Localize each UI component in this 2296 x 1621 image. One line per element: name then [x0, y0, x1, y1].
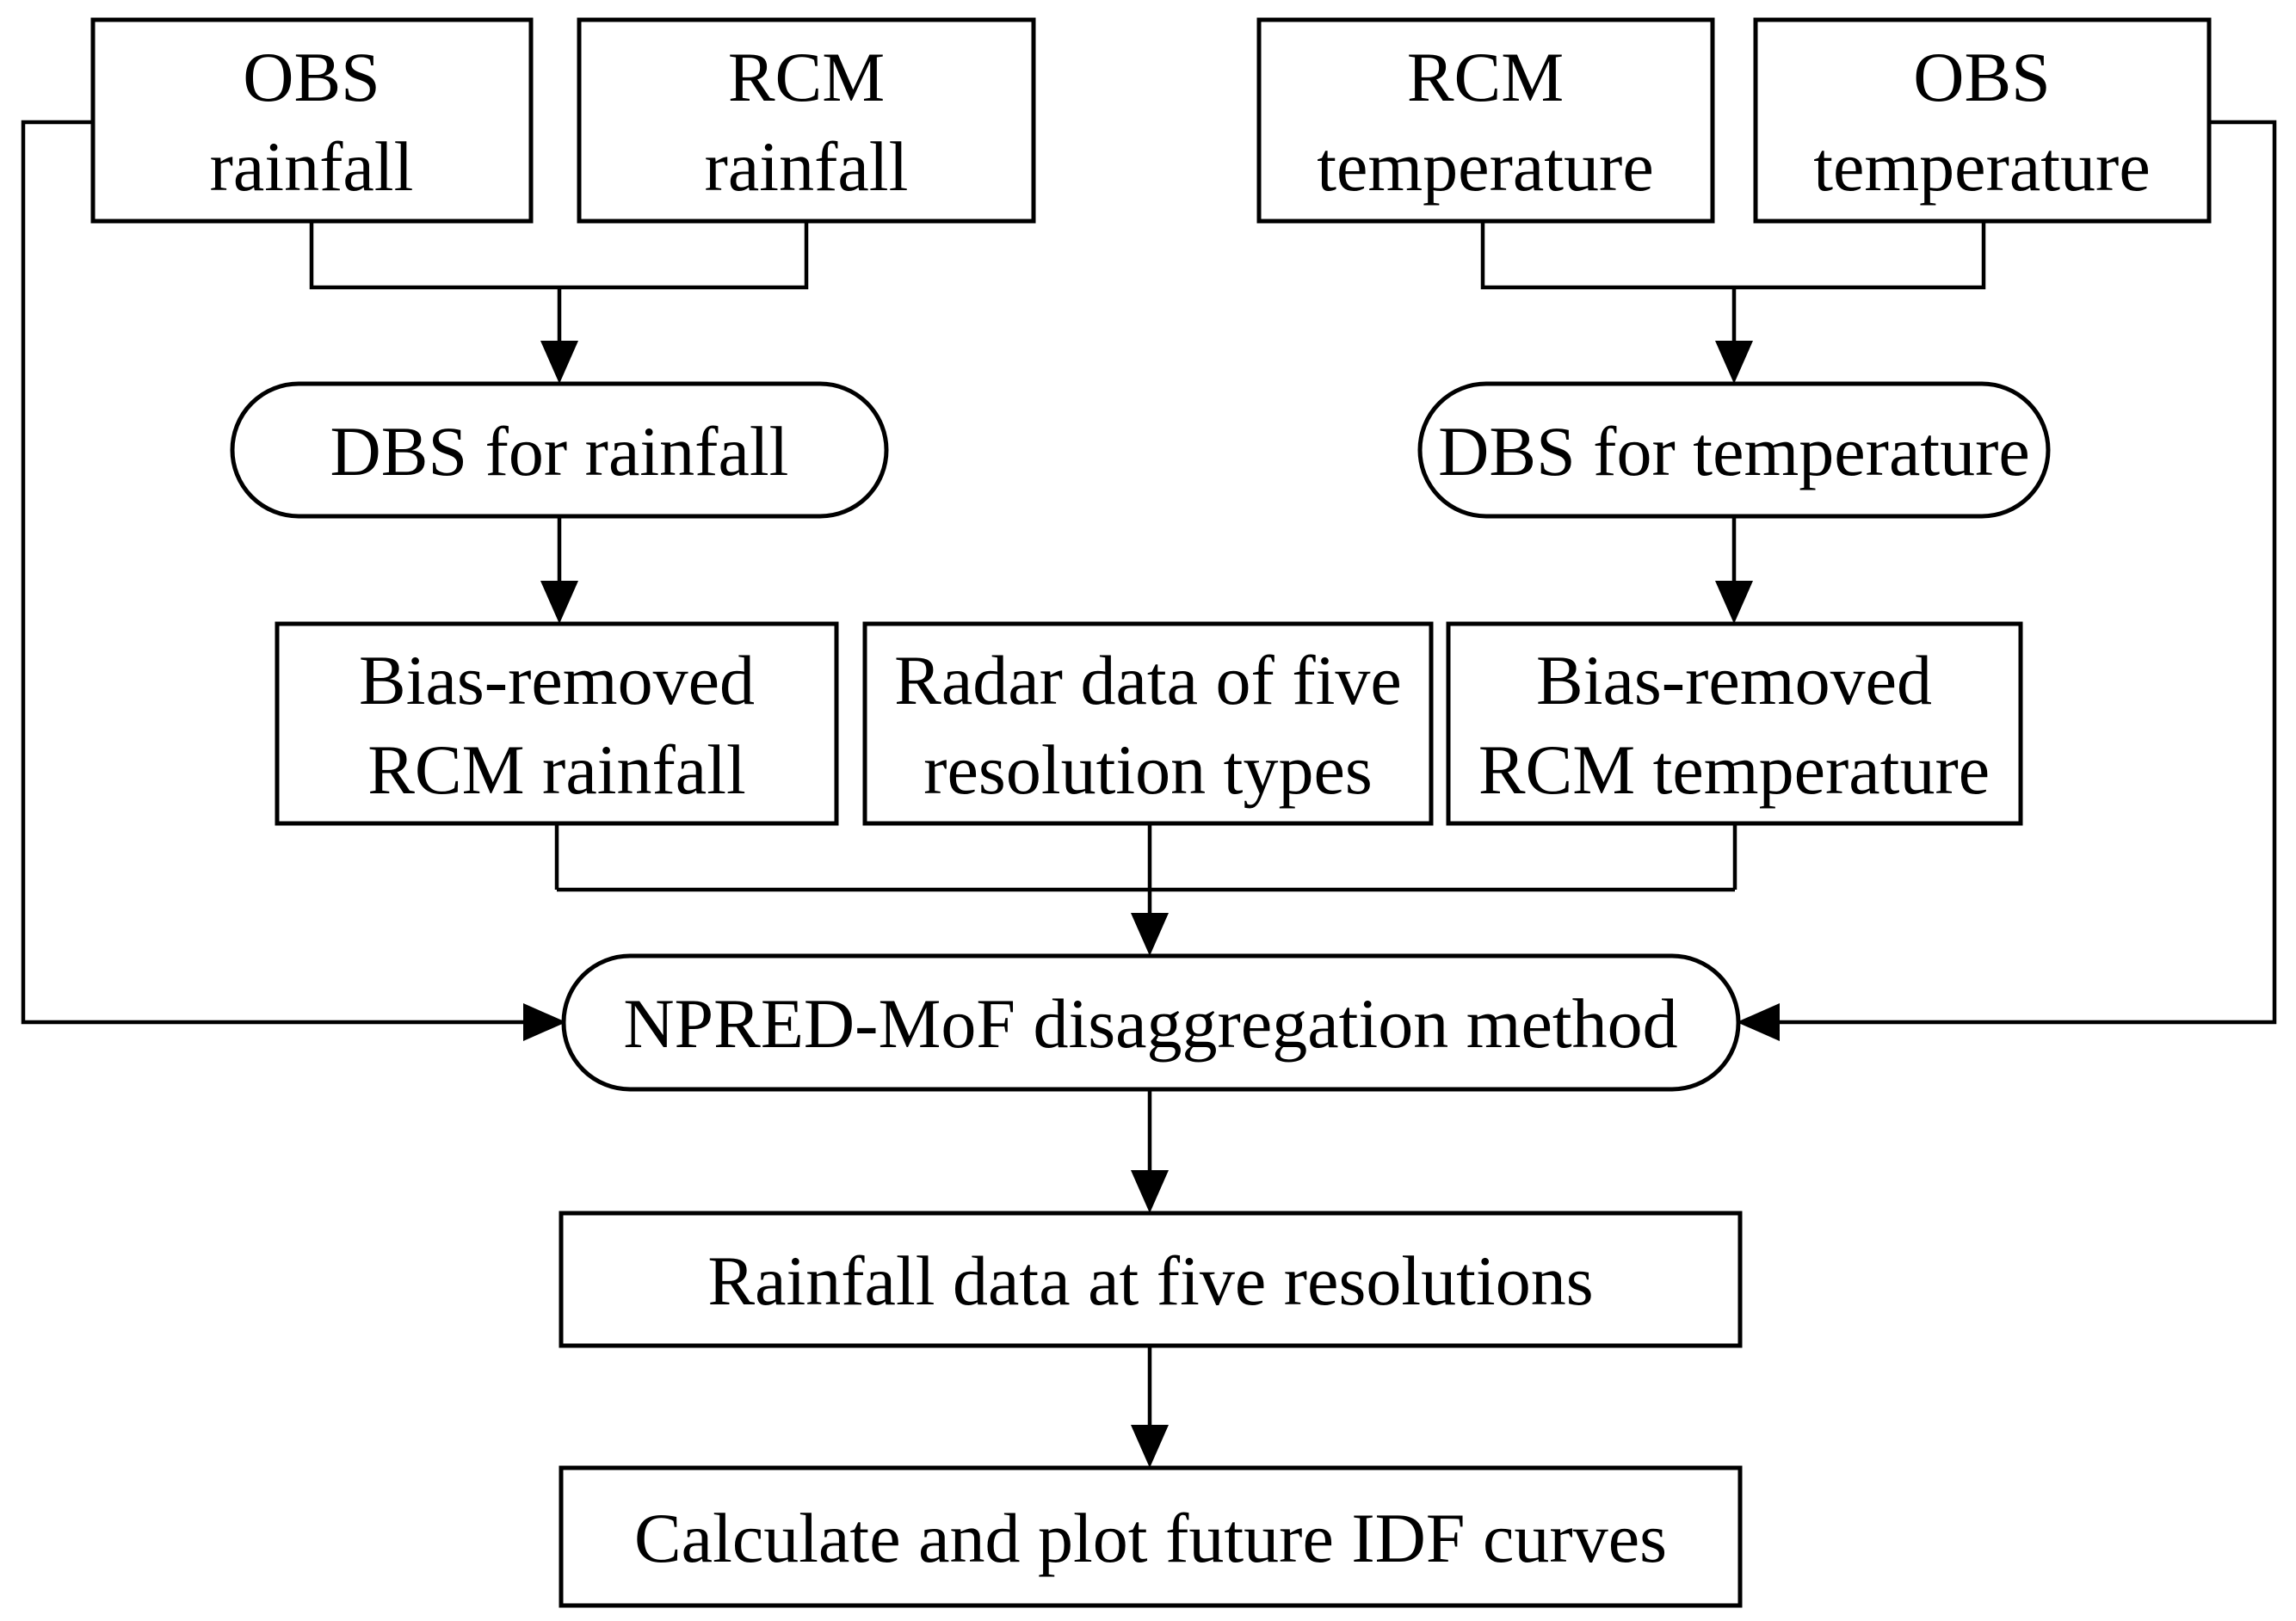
arrowhead-down-npred: [1131, 913, 1169, 956]
node-obs-temperature-label-line1: OBS: [1913, 38, 2051, 116]
node-dbs-rainfall-label: DBS for rainfall: [330, 412, 789, 490]
arrowhead-down-bias-temperature: [1715, 581, 1753, 624]
node-npred-mof: NPRED-MoF disaggregation method: [561, 953, 1741, 1092]
arrowhead-right-npred: [523, 1003, 566, 1041]
node-obs-rainfall-label-line2: rainfall: [210, 127, 414, 206]
edge-dbs-temperature-to-bias-removed: [1715, 516, 1753, 624]
node-bias-removed-rcm-rainfall-label-line1: Bias-removed: [359, 641, 755, 719]
node-bias-removed-rcm-rainfall: Bias-removed RCM rainfall: [275, 621, 839, 826]
node-bias-removed-rcm-temperature: Bias-removed RCM temperature: [1446, 621, 2023, 826]
edge-npred-to-rainfall-data: [1131, 1089, 1169, 1213]
node-dbs-temperature-label: DBS for temperature: [1438, 412, 2030, 490]
arrowhead-down-rainfall-data: [1131, 1170, 1169, 1213]
arrowhead-down-idf: [1131, 1425, 1169, 1468]
node-rcm-rainfall-label-line2: rainfall: [705, 127, 909, 206]
node-dbs-rainfall: DBS for rainfall: [230, 381, 889, 519]
edge-obs-temperature-feedback: [1737, 120, 2277, 1041]
node-rcm-rainfall: RCM rainfall: [577, 17, 1036, 224]
node-radar-data-label-line2: resolution types: [923, 730, 1373, 809]
node-obs-rainfall: OBS rainfall: [90, 17, 534, 224]
arrowhead-left-npred: [1737, 1003, 1780, 1041]
edge-temperature-merge-to-dbs: [1480, 221, 1986, 384]
node-bias-removed-rcm-temperature-label-line2: RCM temperature: [1478, 730, 1990, 809]
edge-obs-rainfall-feedback: [21, 120, 566, 1041]
edge-middle-merge-to-npred: [554, 823, 1737, 956]
node-npred-mof-label: NPRED-MoF disaggregation method: [623, 984, 1677, 1063]
node-radar-data: Radar data of five resolution types: [862, 621, 1434, 826]
node-obs-rainfall-label-line1: OBS: [243, 38, 380, 116]
edge-dbs-rainfall-to-bias-removed: [540, 516, 578, 624]
node-rcm-temperature: RCM temperature: [1256, 17, 1715, 224]
node-radar-data-label-line1: Radar data of five: [894, 641, 1402, 719]
node-rcm-rainfall-label-line1: RCM: [728, 38, 885, 116]
arrowhead-down-dbs-rainfall: [540, 341, 578, 384]
node-calculate-idf-label: Calculate and plot future IDF curves: [634, 1499, 1667, 1577]
node-rainfall-five-resolutions-label: Rainfall data at five resolutions: [707, 1242, 1593, 1320]
node-rcm-temperature-label-line2: temperature: [1317, 127, 1654, 206]
node-obs-temperature: OBS temperature: [1753, 17, 2212, 224]
node-bias-removed-rcm-rainfall-label-line2: RCM rainfall: [367, 730, 746, 809]
node-dbs-temperature: DBS for temperature: [1417, 381, 2051, 519]
arrowhead-down-dbs-temperature: [1715, 341, 1753, 384]
edge-rainfall-data-to-idf: [1131, 1346, 1169, 1468]
node-bias-removed-rcm-temperature-label-line1: Bias-removed: [1536, 641, 1932, 719]
node-rcm-temperature-label-line1: RCM: [1407, 38, 1564, 116]
arrowhead-down-bias-rainfall: [540, 581, 578, 624]
node-obs-temperature-label-line2: temperature: [1813, 127, 2151, 206]
node-calculate-idf: Calculate and plot future IDF curves: [559, 1465, 1743, 1608]
edge-rainfall-merge-to-dbs: [309, 221, 809, 384]
node-rainfall-five-resolutions: Rainfall data at five resolutions: [559, 1211, 1743, 1348]
